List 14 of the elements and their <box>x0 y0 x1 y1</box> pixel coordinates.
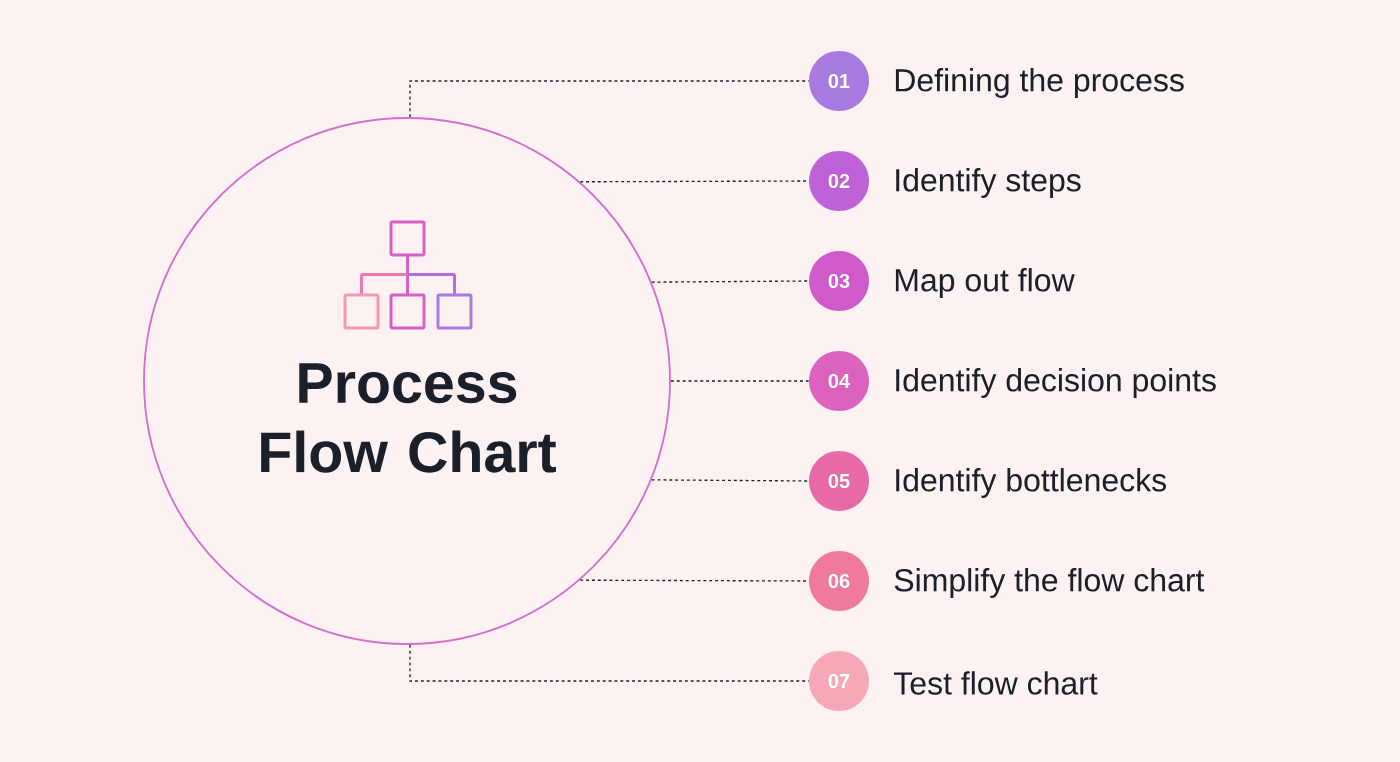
step-label: Simplify the flow chart <box>894 568 1205 598</box>
step-label: Test flow chart <box>894 671 1098 695</box>
main-circle <box>143 117 671 645</box>
step-label: Identify bottlenecks <box>896 468 1166 498</box>
step-label: Map out flow <box>895 268 1075 298</box>
leader-line <box>651 479 810 482</box>
step-label: Identify decision points <box>896 368 1216 398</box>
leader-line <box>651 280 810 283</box>
step-label: Identify steps <box>896 168 1081 198</box>
leader-line <box>670 380 810 382</box>
title: Process Flow Chart <box>261 363 556 473</box>
leader-line <box>409 644 810 682</box>
step-label: Defining the process <box>895 68 1184 98</box>
leader-line <box>409 80 810 118</box>
